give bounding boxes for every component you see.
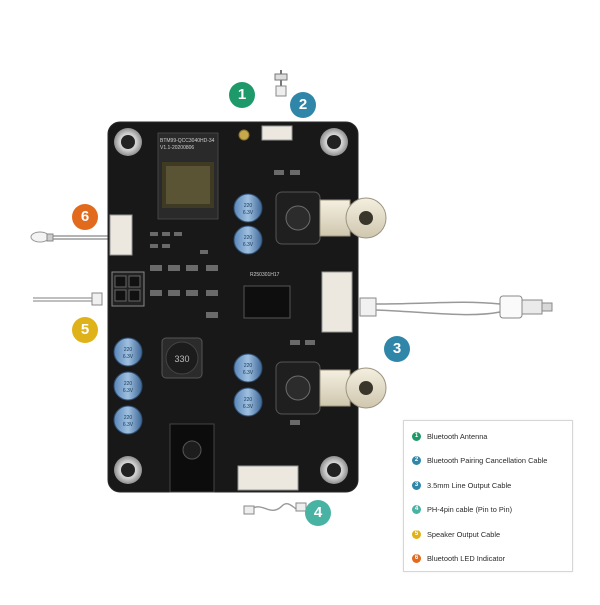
inductor: 330 bbox=[161, 337, 203, 379]
antenna-cable bbox=[274, 70, 288, 97]
legend-label: Speaker Output Cable bbox=[427, 529, 501, 539]
callout-3: 3 bbox=[384, 336, 410, 362]
capacitor-value: 220 bbox=[124, 381, 133, 387]
legend-number-badge: 4 bbox=[412, 505, 421, 514]
legend-number-badge: 1 bbox=[412, 431, 421, 441]
legend-number-badge: 6 bbox=[412, 554, 421, 563]
capacitor-voltage: 6.3V bbox=[243, 242, 254, 248]
capacitor-voltage: 6.3V bbox=[243, 210, 254, 216]
amplifier-chip: R250301H17 bbox=[243, 272, 291, 319]
rca-jack-bottom bbox=[275, 361, 387, 415]
capacitor-value: 220 bbox=[124, 347, 133, 353]
mounting-hole bbox=[114, 128, 348, 484]
rca-jack-top bbox=[275, 191, 387, 245]
legend-label: Bluetooth Antenna bbox=[427, 431, 488, 441]
capacitor-voltage: 6.3V bbox=[243, 370, 254, 376]
line-output-cable bbox=[359, 295, 553, 319]
legend-item: 4 PH-4pin cable (Pin to Pin) bbox=[412, 503, 512, 517]
legend-label: 3.5mm Line Output Cable bbox=[427, 480, 512, 490]
legend-item: 2 Bluetooth Pairing Cancellation Cable bbox=[412, 454, 547, 468]
capacitor-value: 220 bbox=[244, 203, 253, 209]
ph-4pin-cable bbox=[243, 502, 307, 515]
callout-6: 6 bbox=[72, 204, 98, 230]
bluetooth-module: BTM99-QCC3040HD-34 V1.1-20200806 bbox=[157, 132, 219, 220]
speaker-output-cable bbox=[33, 292, 103, 306]
legend-item: 5 Speaker Output Cable bbox=[412, 527, 500, 541]
capacitor-value: 220 bbox=[244, 397, 253, 403]
capacitor-value: 220 bbox=[244, 363, 253, 369]
capacitor-value: 220 bbox=[124, 415, 133, 421]
capacitor-value: 220 bbox=[244, 235, 253, 241]
callout-5: 5 bbox=[72, 317, 98, 343]
callout-1: 1 bbox=[229, 82, 255, 108]
capacitor-voltage: 6.3V bbox=[123, 422, 134, 428]
legend-number-badge: 3 bbox=[412, 480, 421, 490]
capacitor-voltage: 6.3V bbox=[123, 388, 134, 394]
capacitor-voltage: 6.3V bbox=[123, 354, 134, 360]
legend-item: 6 Bluetooth LED Indicator bbox=[412, 552, 505, 566]
legend-number-badge: 2 bbox=[412, 456, 421, 465]
legend-label: Bluetooth Pairing Cancellation Cable bbox=[427, 456, 548, 465]
legend-item: 1 Bluetooth Antenna bbox=[412, 429, 487, 443]
module-version: V1.1-20200806 bbox=[160, 145, 194, 151]
pcb-board: BTM99-QCC3040HD-34 V1.1-20200806 bbox=[107, 121, 387, 493]
inductor-label: 330 bbox=[174, 354, 189, 364]
legend-label: Bluetooth LED Indicator bbox=[427, 554, 506, 563]
legend-label: PH-4pin cable (Pin to Pin) bbox=[427, 505, 513, 514]
led-indicator-cable bbox=[30, 231, 108, 243]
module-label: BTM99-QCC3040HD-34 bbox=[160, 138, 215, 144]
legend: 1 Bluetooth Antenna 2 Bluetooth Pairing Can… bbox=[403, 420, 573, 572]
callout-4: 4 bbox=[305, 500, 331, 526]
capacitors: 2206.3V2206.3V2206.3V2206.3V2206.3V2206.… bbox=[113, 193, 263, 435]
board-id: R250301H17 bbox=[250, 272, 280, 278]
capacitor-voltage: 6.3V bbox=[243, 404, 254, 410]
legend-item: 3 3.5mm Line Output Cable bbox=[412, 478, 511, 492]
dc-power-jack bbox=[169, 423, 215, 493]
callout-2: 2 bbox=[290, 92, 316, 118]
legend-number-badge: 5 bbox=[412, 529, 421, 539]
